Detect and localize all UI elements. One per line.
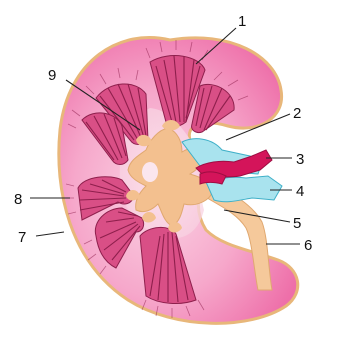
label-9: 9: [48, 67, 56, 84]
leader-7: [36, 232, 64, 236]
label-4: 4: [296, 183, 304, 200]
label-2: 2: [293, 105, 301, 122]
label-1: 1: [238, 13, 246, 30]
sinus-fat: [142, 162, 158, 182]
label-5: 5: [293, 215, 301, 232]
label-7: 7: [18, 229, 26, 246]
label-3: 3: [296, 151, 304, 168]
label-6: 6: [304, 237, 312, 254]
label-8: 8: [14, 191, 22, 208]
